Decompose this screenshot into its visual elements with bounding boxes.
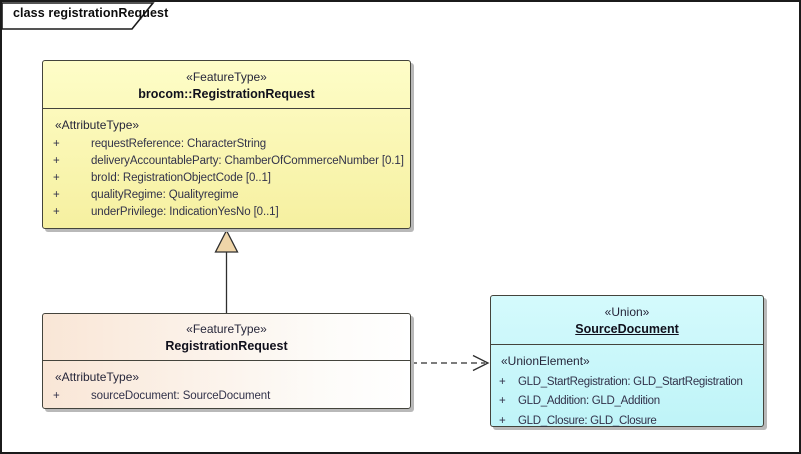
attribute-row: + underPrivilege: IndicationYesNo [0..1] <box>43 203 410 220</box>
visibility-marker: + <box>53 205 60 218</box>
attribute-text: sourceDocument: SourceDocument <box>91 389 271 402</box>
attribute-row: + deliveryAccountableParty: ChamberOfCom… <box>43 152 410 169</box>
attribute-row: + requestReference: CharacterString <box>43 135 410 152</box>
attributes-compartment: «AttributeType» + requestReference: Char… <box>43 109 410 220</box>
visibility-marker: + <box>499 414 506 427</box>
attribute-row: + GLD_StartRegistration: GLD_StartRegist… <box>491 372 763 392</box>
generalization-triangle-icon <box>214 229 239 253</box>
attribute-row: + sourceDocument: SourceDocument <box>43 387 410 404</box>
visibility-marker: + <box>53 171 60 184</box>
attribute-text: deliveryAccountableParty: ChamberOfComme… <box>91 154 404 167</box>
diagram-title: class registrationRequest <box>13 6 169 20</box>
union-elements-compartment: «UnionElement» + GLD_StartRegistration: … <box>491 345 763 431</box>
attribute-text: GLD_Closure: GLD_Closure <box>518 414 657 427</box>
attribute-row: + qualityRegime: Qualityregime <box>43 186 410 203</box>
class-header: «FeatureType» brocom::RegistrationReques… <box>43 61 410 109</box>
class-box-source-document[interactable]: «Union» SourceDocument «UnionElement» + … <box>490 295 764 427</box>
stereotype-label: «FeatureType» <box>186 322 267 336</box>
visibility-marker: + <box>53 154 60 167</box>
generalization-connector[interactable] <box>214 229 239 314</box>
attribute-text: requestReference: CharacterString <box>91 137 267 150</box>
attribute-row: + broId: RegistrationObjectCode [0..1] <box>43 169 410 186</box>
stereotype-label: «FeatureType» <box>186 69 267 84</box>
attribute-text: underPrivilege: IndicationYesNo [0..1] <box>91 205 279 218</box>
class-header: «Union» SourceDocument <box>491 296 763 345</box>
visibility-marker: + <box>499 375 506 388</box>
attribute-row: + GLD_Closure: GLD_Closure <box>491 411 763 431</box>
visibility-marker: + <box>499 395 506 408</box>
attribute-text: GLD_StartRegistration: GLD_StartRegistra… <box>518 375 743 388</box>
class-name: SourceDocument <box>575 322 679 336</box>
class-box-brocom-registration-request[interactable]: «FeatureType» brocom::RegistrationReques… <box>42 60 411 229</box>
diagram-frame-tab: class registrationRequest <box>2 2 169 32</box>
class-header: «FeatureType» RegistrationRequest <box>43 314 410 361</box>
attribute-text: qualityRegime: Qualityregime <box>91 188 239 201</box>
class-box-registration-request[interactable]: «FeatureType» RegistrationRequest «Attri… <box>42 313 411 409</box>
visibility-marker: + <box>53 137 60 150</box>
section-label: «AttributeType» <box>55 118 140 132</box>
attribute-text: GLD_Addition: GLD_Addition <box>518 395 660 408</box>
dependency-connector[interactable] <box>411 354 490 372</box>
open-arrowhead-icon <box>472 354 490 372</box>
attribute-row: + GLD_Addition: GLD_Addition <box>491 392 763 412</box>
visibility-marker: + <box>53 188 60 201</box>
visibility-marker: + <box>53 389 60 402</box>
attributes-compartment: «AttributeType» + sourceDocument: Source… <box>43 361 410 404</box>
section-label: «UnionElement» <box>501 354 590 368</box>
attribute-text: broId: RegistrationObjectCode [0..1] <box>91 171 271 184</box>
frame-tab-shape <box>2 2 155 30</box>
section-label: «AttributeType» <box>55 370 140 384</box>
stereotype-label: «Union» <box>604 305 650 319</box>
class-name: brocom::RegistrationRequest <box>138 86 315 101</box>
class-name: RegistrationRequest <box>165 339 288 353</box>
